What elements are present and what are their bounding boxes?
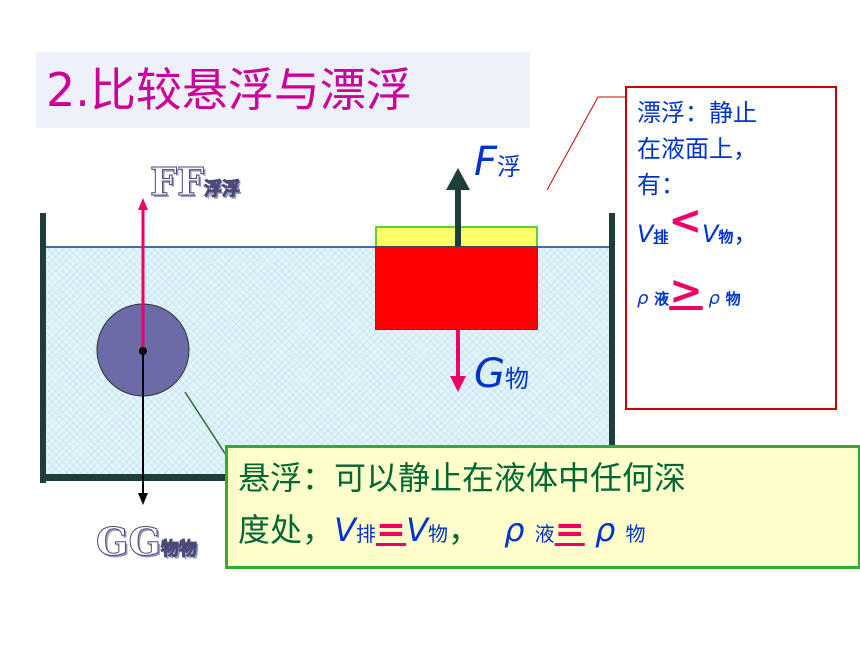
ball-buoyancy-label: FF浮浮	[150, 159, 241, 204]
ball-gravity-arrowhead	[138, 493, 148, 505]
ball-gravity-label: GG物物	[96, 519, 198, 564]
block-gravity-arrowhead	[450, 376, 466, 392]
float-line-2: 在液面上，	[637, 135, 757, 163]
suspend-line-1: 悬浮：可以静止在液体中任何深	[238, 459, 687, 497]
suspend-relations: 度处，V排=V物， ρ 液= ρ 物	[238, 509, 646, 550]
float-line-1: 漂浮：静止	[637, 99, 757, 127]
tank-left-wall	[40, 213, 46, 483]
block-gravity-label: G物	[474, 351, 529, 397]
float-density-relation: ρ 液> ρ 物	[637, 268, 741, 314]
float-callout-leader	[546, 96, 625, 191]
ball-center-dot	[139, 347, 147, 355]
float-callout: 漂浮：静止 在液面上， 有： V排<V物， ρ 液> ρ 物	[625, 86, 837, 410]
float-volume-relation: V排<V物，	[637, 198, 758, 248]
ball-buoyancy-arrowhead	[138, 198, 148, 210]
block-buoyancy-label: F浮	[474, 139, 522, 185]
water-surface	[46, 246, 610, 248]
block-buoyancy-arrowhead	[446, 168, 470, 190]
float-line-3: 有：	[637, 171, 685, 199]
tank-right-wall	[609, 213, 615, 483]
slide-title: 2.比较悬浮与漂浮	[46, 63, 412, 117]
suspend-callout: 悬浮：可以静止在液体中任何深 度处，V排=V物， ρ 液= ρ 物	[225, 445, 860, 569]
title-background	[36, 52, 530, 128]
block-submerged	[375, 246, 538, 330]
suspend-callout-leader	[184, 391, 227, 456]
